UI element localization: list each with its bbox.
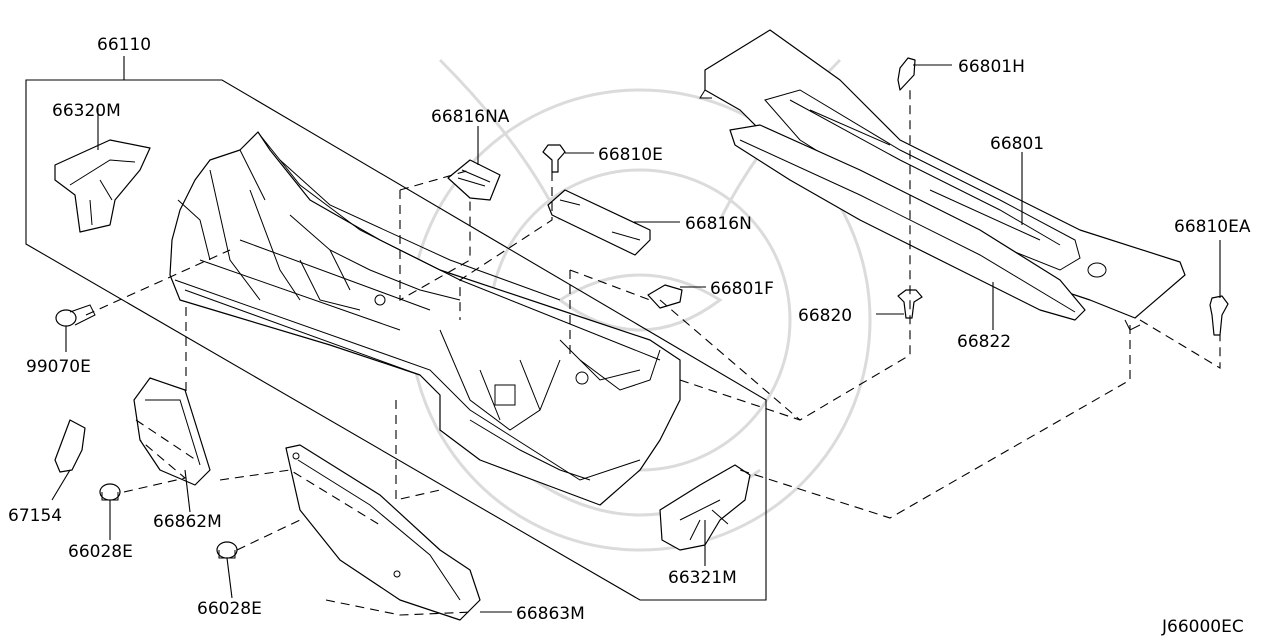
seal-66801f: [647, 284, 683, 309]
label-66801h: 66801H: [958, 57, 1025, 77]
dash-panel-part: [169, 131, 681, 506]
diagram-code: J66000EC: [1161, 617, 1244, 637]
bracket-67154: [54, 419, 86, 473]
label-66321m: 66321M: [668, 568, 737, 588]
cowl-lower-part: [729, 124, 1086, 321]
label-66810ea: 66810EA: [1174, 217, 1251, 237]
label-66816n: 66816N: [685, 214, 752, 234]
label-66822: 66822: [957, 332, 1011, 352]
grille-66816na: [447, 159, 501, 201]
dashed-lines: [85, 90, 1221, 616]
leader-lines: [51, 64, 1221, 613]
insulator-66863m: [285, 444, 481, 621]
bracket-66320m: [54, 139, 151, 233]
label-66110: 66110: [97, 35, 151, 55]
label-67154: 67154: [8, 506, 62, 526]
clip-66810ea: [1209, 295, 1229, 336]
label-66820: 66820: [798, 306, 852, 326]
assembly-outline: [25, 56, 767, 601]
grommet-66028e-b: [216, 541, 238, 559]
label-66863m: 66863M: [516, 604, 585, 624]
label-66801: 66801: [990, 134, 1044, 154]
label-66862m: 66862M: [153, 512, 222, 532]
insulator-66862m: [133, 377, 211, 486]
clip-66810e: [542, 144, 566, 173]
part-labels: 66110 66320M 66816NA 66810E 66816N 66801…: [8, 35, 1251, 637]
label-99070e: 99070E: [26, 357, 91, 377]
grille-66816n: [547, 189, 651, 256]
label-66028e-a: 66028E: [68, 542, 133, 562]
bracket-66321m: [659, 464, 751, 551]
grommet-66028e-a: [99, 483, 121, 501]
label-66028e-b: 66028E: [197, 599, 262, 619]
clip-99070e: [55, 304, 96, 327]
label-66816na: 66816NA: [431, 107, 510, 127]
label-66810e: 66810E: [598, 145, 663, 165]
clip-66801h: [897, 57, 916, 91]
label-66320m: 66320M: [52, 101, 121, 121]
label-66801f: 66801F: [710, 279, 774, 299]
